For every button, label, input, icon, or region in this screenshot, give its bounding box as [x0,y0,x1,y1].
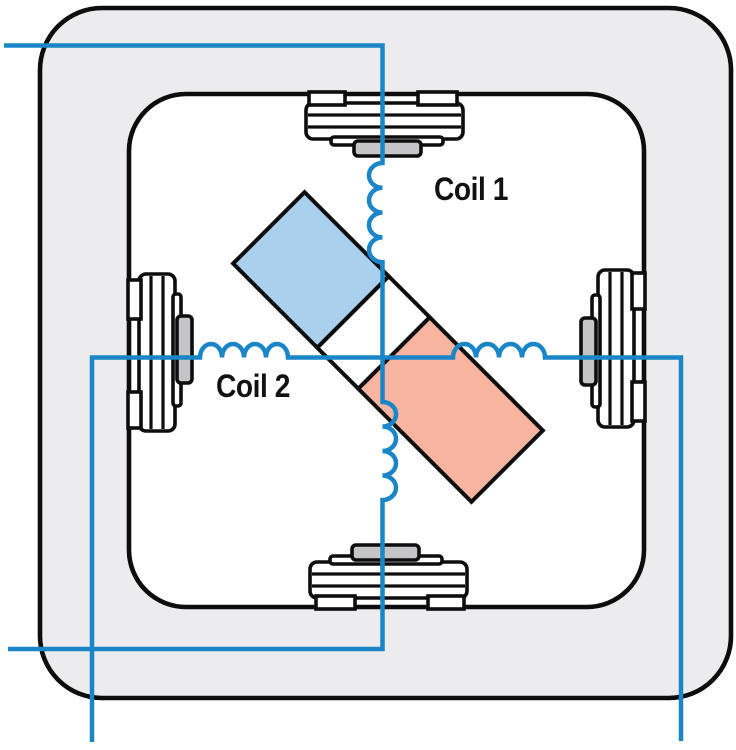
coil1-wire [4,43,399,652]
rotor-south-pole [355,314,546,505]
coil1-label: Coil 1 [434,171,509,207]
rotor-magnet [230,189,546,505]
coil2-wire [89,341,684,742]
coil2-label: Coil 2 [216,368,291,404]
